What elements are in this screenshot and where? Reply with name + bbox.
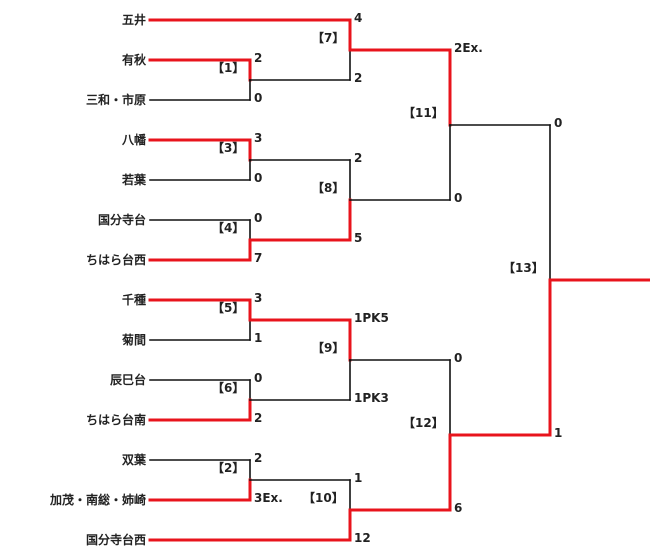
match-label: 【4】	[212, 221, 245, 235]
team-name: ちはら台南	[85, 413, 146, 427]
score-label: 1PK3	[354, 391, 389, 405]
team-name: 国分寺台西	[85, 533, 146, 547]
match-label: 【13】	[503, 261, 544, 275]
team-name: ちはら台西	[85, 253, 146, 267]
score-label: 1PK5	[354, 311, 389, 325]
score-label: 1	[354, 471, 363, 485]
score-label: 3	[254, 291, 263, 305]
score-label: 2	[354, 151, 363, 165]
match-label: 【12】	[403, 416, 444, 430]
team-name: 加茂・南総・姉崎	[49, 493, 146, 507]
team-name: 八幡	[121, 133, 146, 147]
score-label: 0	[454, 351, 463, 365]
score-label: 0	[554, 116, 563, 130]
score-label: 0	[254, 211, 263, 225]
score-label: 2Ex.	[454, 41, 483, 55]
match-label: 【5】	[212, 301, 245, 315]
match-label: 【9】	[312, 341, 345, 355]
score-label: 6	[454, 501, 463, 515]
score-label: 0	[254, 371, 263, 385]
score-label: 0	[254, 91, 263, 105]
score-label: 2	[254, 451, 263, 465]
score-label: 4	[354, 11, 363, 25]
score-label: 3	[254, 131, 263, 145]
match-label: 【8】	[312, 181, 345, 195]
team-name: 千種	[121, 293, 146, 307]
score-label: 0	[254, 171, 263, 185]
match-label: 【11】	[403, 106, 444, 120]
team-name: 辰巳台	[109, 373, 146, 387]
team-name: 五井	[121, 13, 146, 27]
team-name: 国分寺台	[97, 213, 146, 227]
match-label: 【10】	[303, 491, 344, 505]
match-label: 【2】	[212, 461, 245, 475]
team-name: 双葉	[121, 453, 146, 467]
score-label: 12	[354, 531, 371, 545]
team-name: 有秋	[121, 53, 146, 67]
team-name: 菊間	[121, 333, 146, 347]
team-name: 若葉	[121, 173, 146, 187]
score-label: 2	[254, 411, 263, 425]
score-label: 7	[254, 251, 263, 265]
score-label: 2	[354, 71, 363, 85]
score-label: 0	[454, 191, 463, 205]
team-name: 三和・市原	[85, 93, 146, 107]
score-label: 2	[254, 51, 263, 65]
score-label: 1	[554, 426, 563, 440]
score-label: 3Ex.	[254, 491, 283, 505]
score-label: 5	[354, 231, 363, 245]
match-label: 【6】	[212, 381, 245, 395]
match-label: 【3】	[212, 141, 245, 155]
match-label: 【7】	[312, 31, 345, 45]
match-label: 【1】	[212, 61, 245, 75]
score-label: 1	[254, 331, 263, 345]
